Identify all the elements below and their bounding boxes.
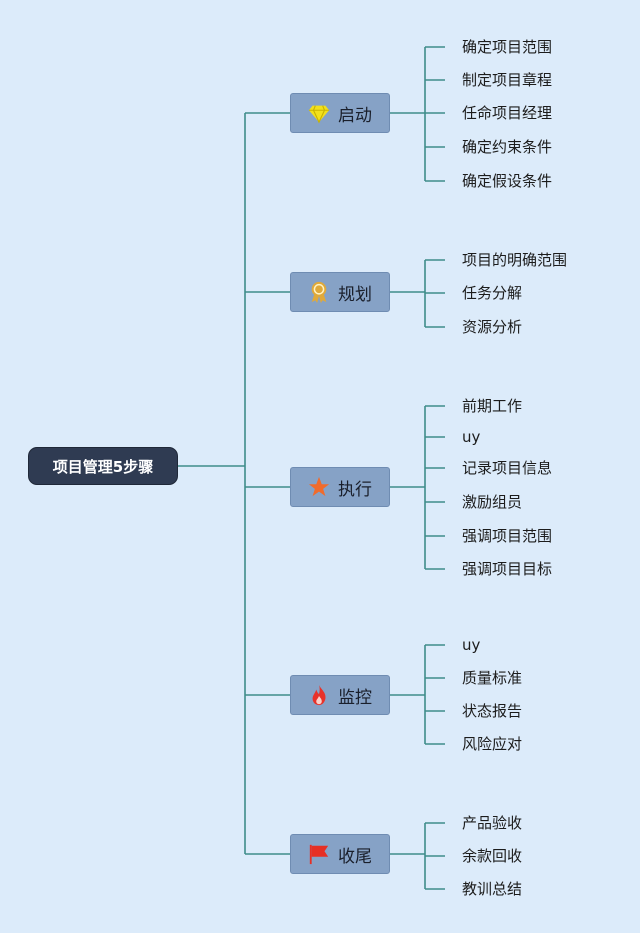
root-topic-label: 项目管理5步骤 bbox=[52, 457, 154, 476]
leaf-topic[interactable]: 任务分解 bbox=[462, 284, 523, 302]
leaf-topic[interactable]: 产品验收 bbox=[462, 814, 523, 832]
branch-topic-label: 收尾 bbox=[338, 846, 372, 867]
leaf-topic[interactable]: 风险应对 bbox=[462, 735, 523, 753]
leaf-topic[interactable]: 质量标准 bbox=[462, 669, 523, 687]
leaf-topic[interactable]: uy bbox=[462, 636, 481, 654]
branch-topic-3[interactable]: 执行 bbox=[290, 467, 390, 507]
leaf-topic[interactable]: 余款回收 bbox=[462, 847, 523, 865]
diamond-icon bbox=[308, 102, 330, 124]
leaf-topic[interactable]: 强调项目范围 bbox=[462, 527, 553, 545]
root-topic[interactable]: 项目管理5步骤 bbox=[28, 447, 178, 485]
leaf-topic[interactable]: 项目的明确范围 bbox=[462, 251, 568, 269]
branch-topic-label: 执行 bbox=[338, 479, 372, 500]
leaf-topic[interactable]: 确定约束条件 bbox=[462, 138, 553, 156]
leaf-topic[interactable]: 激励组员 bbox=[462, 493, 523, 511]
flame-icon bbox=[308, 684, 330, 706]
leaf-topic[interactable]: 记录项目信息 bbox=[462, 459, 553, 477]
leaf-topic[interactable]: 强调项目目标 bbox=[462, 560, 553, 578]
branch-topic-4[interactable]: 监控 bbox=[290, 675, 390, 715]
branch-topic-5[interactable]: 收尾 bbox=[290, 834, 390, 874]
branch-topic-1[interactable]: 启动 bbox=[290, 93, 390, 133]
leaf-topic[interactable]: 教训总结 bbox=[462, 880, 523, 898]
flag-icon bbox=[308, 843, 330, 865]
star-icon bbox=[308, 476, 330, 498]
branch-topic-label: 启动 bbox=[338, 105, 372, 126]
leaf-topic[interactable]: 资源分析 bbox=[462, 318, 523, 336]
leaf-topic[interactable]: 任命项目经理 bbox=[462, 104, 553, 122]
branch-topic-2[interactable]: 规划 bbox=[290, 272, 390, 312]
leaf-topic[interactable]: 状态报告 bbox=[462, 702, 523, 720]
branch-topic-label: 规划 bbox=[338, 284, 372, 305]
award-ribbon-icon bbox=[308, 281, 330, 303]
leaf-topic[interactable]: 确定假设条件 bbox=[462, 172, 553, 190]
branch-topic-label: 监控 bbox=[338, 687, 372, 708]
leaf-topic[interactable]: 确定项目范围 bbox=[462, 38, 553, 56]
leaf-topic[interactable]: 制定项目章程 bbox=[462, 71, 553, 89]
leaf-topic[interactable]: uy bbox=[462, 428, 481, 446]
leaf-topic[interactable]: 前期工作 bbox=[462, 397, 523, 415]
